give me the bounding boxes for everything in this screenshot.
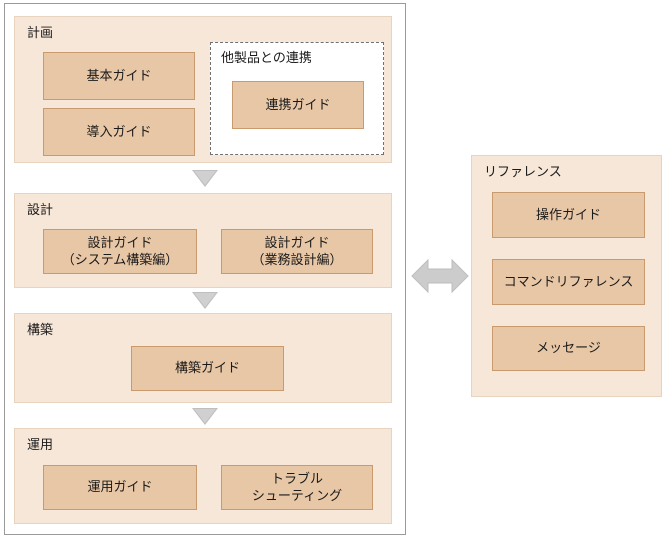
- phase-group-design: 設計 設計ガイド （システム構築編） 設計ガイド （業務設計編）: [14, 193, 392, 288]
- phase-title-operate: 運用: [27, 438, 54, 453]
- subgroup-title-interoperability: 他製品との連携: [221, 51, 312, 66]
- reference-box-messages[interactable]: メッセージ: [492, 326, 645, 371]
- guide-box-build[interactable]: 構築ガイド: [131, 346, 284, 391]
- phase-title-build: 構築: [27, 323, 54, 338]
- phase-group-build: 構築 構築ガイド: [14, 313, 392, 403]
- reference-box-command-reference[interactable]: コマンドリファレンス: [492, 259, 645, 305]
- flow-arrow-build-to-operate: [192, 408, 218, 425]
- reference-group-title: リファレンス: [484, 165, 562, 180]
- reference-box-operation-guide[interactable]: 操作ガイド: [492, 192, 645, 238]
- guide-box-troubleshooting[interactable]: トラブル シューティング: [221, 465, 373, 510]
- guide-box-design-system[interactable]: 設計ガイド （システム構築編）: [43, 229, 197, 274]
- flow-arrow-design-to-build: [192, 292, 218, 309]
- phase-title-plan: 計画: [27, 26, 54, 41]
- guide-box-interoperability[interactable]: 連携ガイド: [232, 81, 364, 129]
- guide-box-operation[interactable]: 運用ガイド: [43, 465, 197, 510]
- phase-group-operate: 運用 運用ガイド トラブル シューティング: [14, 428, 392, 524]
- guide-box-basic[interactable]: 基本ガイド: [43, 52, 195, 100]
- flow-arrow-plan-to-design: [192, 170, 218, 187]
- phase-group-plan: 計画 基本ガイド 導入ガイド 他製品との連携 連携ガイド: [14, 16, 392, 163]
- reference-group: リファレンス 操作ガイド コマンドリファレンス メッセージ: [471, 155, 662, 397]
- subgroup-interoperability: 他製品との連携 連携ガイド: [210, 42, 384, 155]
- double-arrow-icon: [411, 258, 469, 294]
- guide-box-design-business[interactable]: 設計ガイド （業務設計編）: [221, 229, 373, 274]
- phase-title-design: 設計: [27, 203, 54, 218]
- guide-box-introduction[interactable]: 導入ガイド: [43, 108, 195, 156]
